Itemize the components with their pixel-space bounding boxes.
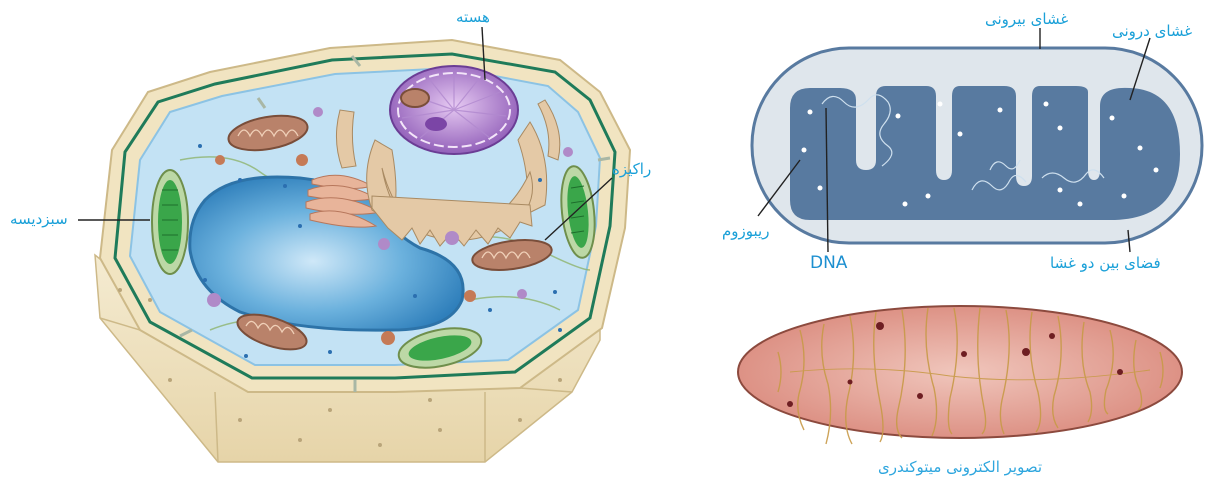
label-ribosome: ریبوزوم	[722, 222, 769, 240]
label-intermembrane-space: فضای بین دو غشا	[1050, 254, 1161, 272]
label-nucleus: هسته	[456, 8, 490, 26]
plant-cell	[95, 40, 630, 462]
label-inner-membrane: غشای درونی	[1112, 22, 1192, 40]
mitochondrion-diagram	[752, 28, 1202, 252]
label-mitochondrion: راکیزه	[612, 160, 651, 178]
label-outer-membrane: غشای بیرونی	[985, 10, 1068, 28]
electron-micrograph	[738, 306, 1182, 444]
nucleolus	[425, 117, 447, 131]
label-dna: DNA	[810, 254, 847, 272]
label-chloroplast: سبزدیسه	[10, 210, 68, 228]
micrograph-caption: تصویر الکترونی میتوکندری	[878, 458, 1042, 476]
